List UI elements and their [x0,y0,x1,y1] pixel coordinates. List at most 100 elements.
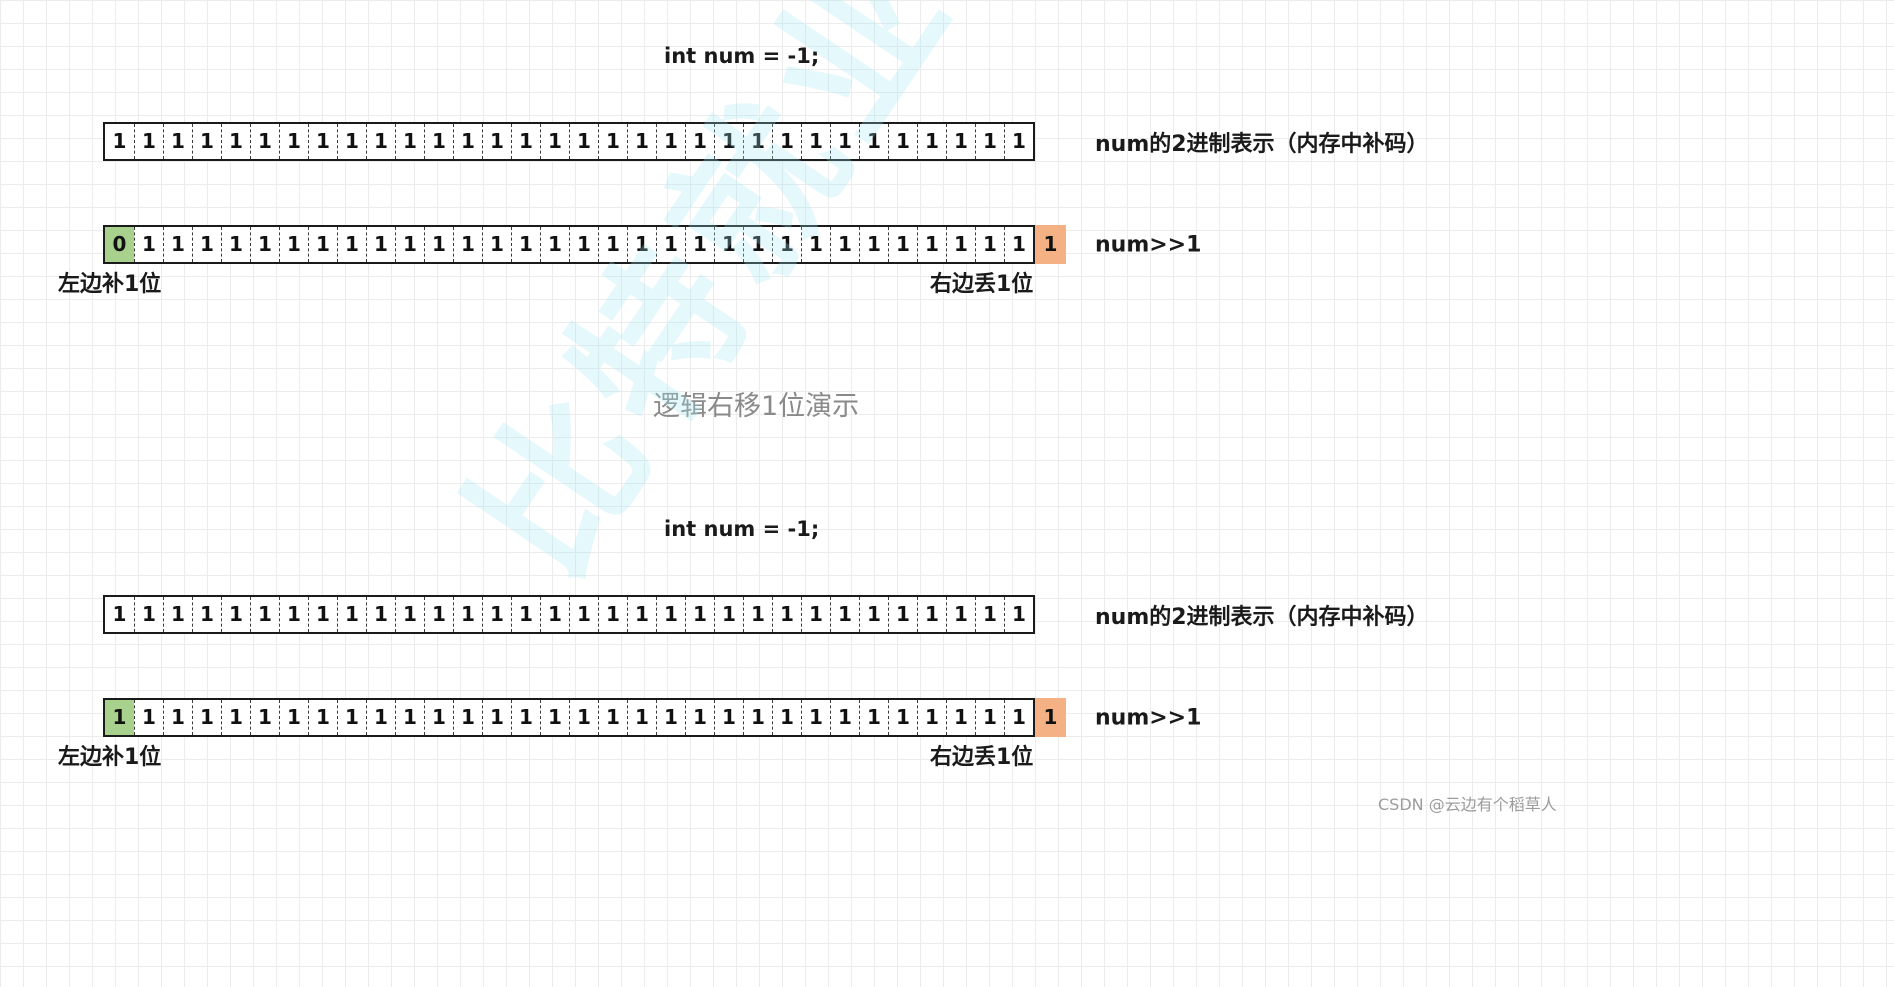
bit-cell: 1 [366,597,395,632]
bit-cell: 1 [540,124,569,159]
bit-cell: 1 [250,227,279,262]
bit-cell: 1 [511,597,540,632]
bit-cell: 1 [366,227,395,262]
bit-cell: 1 [337,227,366,262]
bit-cell: 1 [192,597,221,632]
bit-cell: 1 [598,597,627,632]
bit-cell: 1 [482,124,511,159]
bit-cell: 1 [801,227,830,262]
shift-row-label: num>>1 [1095,232,1202,257]
bit-cell: 1 [975,124,1004,159]
code-title: int num = -1; [664,517,820,541]
bit-cell: 1 [656,124,685,159]
bit-cell: 1 [163,597,192,632]
diagram-caption: 逻辑右移1位演示 [653,391,860,422]
bit-cell: 1 [859,597,888,632]
bit-cell: 1 [772,227,801,262]
bit-cell: 1 [134,227,163,262]
bit-cell: 1 [511,227,540,262]
bit-cell: 1 [917,700,946,735]
bit-cell: 1 [134,700,163,735]
padded-bit-cell: 1 [105,700,134,735]
bit-cell: 1 [685,597,714,632]
bit-cell: 1 [250,597,279,632]
bit-cell: 1 [1004,124,1033,159]
bit-cell: 1 [134,597,163,632]
bit-cell: 1 [627,597,656,632]
bit-cell: 1 [714,700,743,735]
bit-cell: 1 [1004,597,1033,632]
bit-cell: 1 [163,124,192,159]
bit-cell: 1 [250,124,279,159]
bit-cell: 1 [975,597,1004,632]
bit-cell: 1 [656,597,685,632]
bit-cell: 1 [308,700,337,735]
bit-cell: 1 [946,227,975,262]
bit-cell: 1 [917,227,946,262]
bit-cell: 1 [627,700,656,735]
bit-cell: 1 [453,700,482,735]
bit-cell: 1 [888,700,917,735]
bit-cell: 1 [221,700,250,735]
bit-cell: 1 [163,227,192,262]
bit-cell: 1 [511,124,540,159]
bit-cell: 1 [830,700,859,735]
bit-cell: 1 [946,124,975,159]
bit-cell: 1 [308,597,337,632]
bit-cell: 1 [279,227,308,262]
bit-cell: 1 [279,597,308,632]
bit-cell: 1 [830,124,859,159]
bit-cell: 1 [714,124,743,159]
dropped-bit-cell: 1 [1035,225,1066,264]
bit-cell: 1 [163,700,192,735]
bit-cell: 1 [511,700,540,735]
bit-cell: 1 [569,124,598,159]
bit-cell: 1 [598,700,627,735]
bit-cell: 1 [308,227,337,262]
bit-cell: 1 [453,597,482,632]
bit-cell: 1 [685,227,714,262]
bit-cell: 1 [192,700,221,735]
bit-cell: 1 [112,129,127,153]
bit-cell: 1 [221,227,250,262]
bit-cell: 1 [743,597,772,632]
bit-cell: 1 [685,700,714,735]
bit-cell: 1 [946,700,975,735]
bit-cell: 1 [830,227,859,262]
bit-cell: 1 [395,124,424,159]
bit-cell: 1 [946,597,975,632]
bit-cell: 1 [540,700,569,735]
bit-cell: 1 [482,227,511,262]
bit-cell: 1 [337,597,366,632]
bit-cell: 1 [975,227,1004,262]
bit-cell: 1 [743,124,772,159]
bit-cell: 1 [569,597,598,632]
bit-cell: 1 [656,227,685,262]
bit-cell: 1 [453,124,482,159]
bit-cell: 1 [337,700,366,735]
bit-cell: 1 [801,124,830,159]
dropped-bit-cell: 1 [1035,698,1066,737]
bit-cell: 1 [830,597,859,632]
bit-cell: 1 [917,124,946,159]
binary-row-label: num的2进制表示（内存中补码） [1095,131,1429,157]
bit-cell: 1 [598,124,627,159]
left-pad-note: 左边补1位 [58,745,162,770]
bit-cell: 1 [656,700,685,735]
bit-cell: 1 [366,124,395,159]
bit-cell: 1 [279,124,308,159]
bit-cell: 1 [453,227,482,262]
bit-cell: 1 [627,227,656,262]
padded-bit-cell: 0 [105,227,134,262]
bit-cell: 1 [743,700,772,735]
bit-cell: 1 [772,597,801,632]
bit-cell: 1 [424,227,453,262]
bit-cell: 1 [801,700,830,735]
